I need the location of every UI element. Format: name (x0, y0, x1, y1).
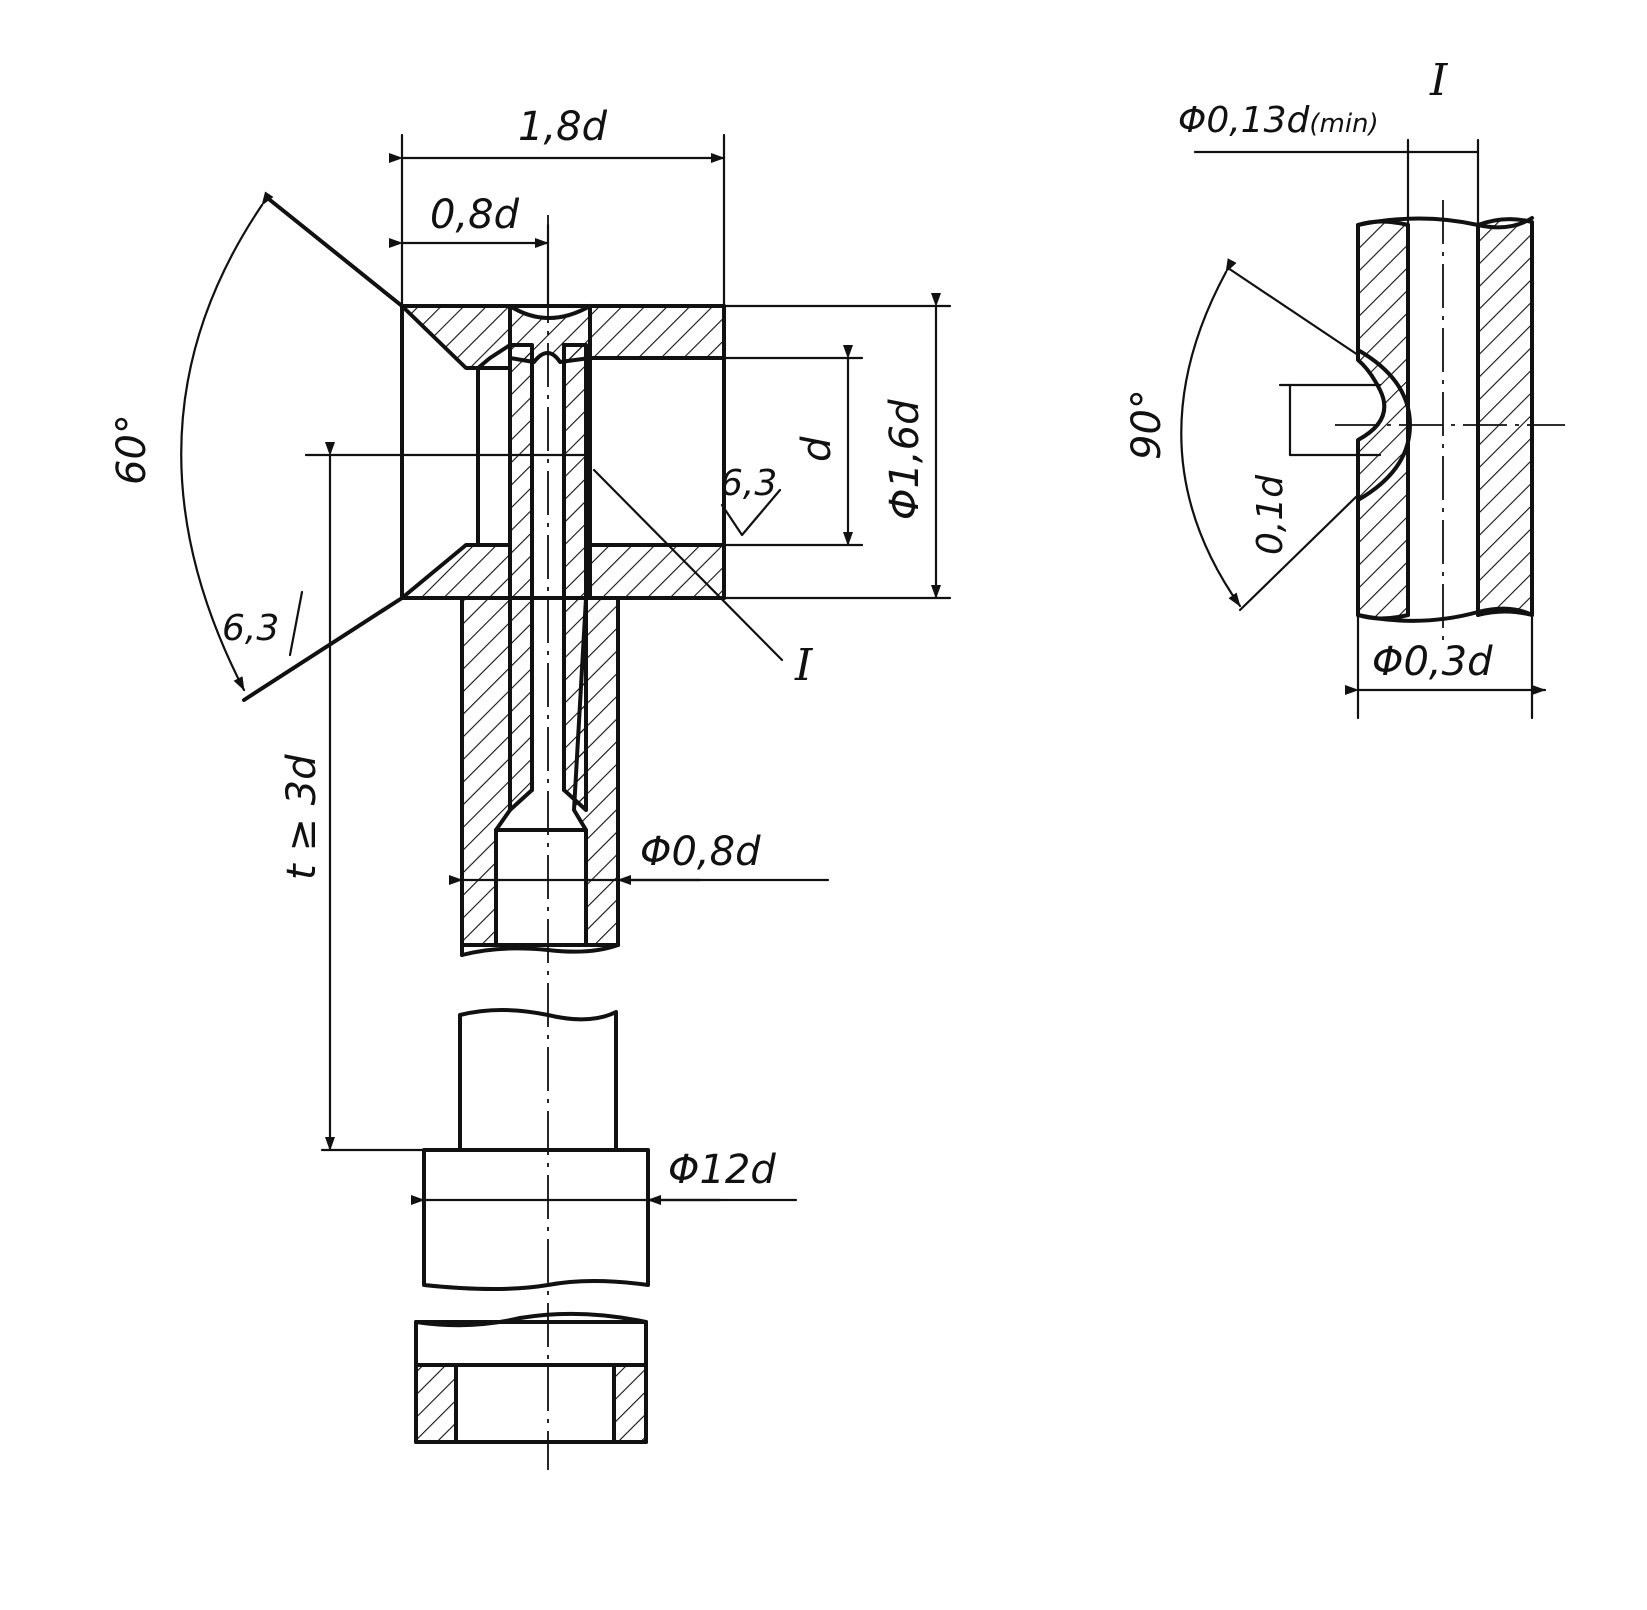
section-mark-label: I (794, 640, 814, 691)
inner-sleeve (508, 343, 588, 812)
bottom-ring (414, 1311, 648, 1444)
roughness-symbol-right (720, 488, 782, 537)
dim-label-1-8d: 1,8d (518, 104, 608, 150)
shank-left-hatch (460, 596, 512, 947)
detail-dim-label-min: (min) (1309, 109, 1378, 139)
head-right-bottom-hatch (588, 543, 726, 600)
section-leader-line (592, 468, 784, 662)
angle-label-60: 60° (109, 414, 155, 485)
detail-dim-label-0-1d: 0,1d (1250, 474, 1291, 555)
main-section-view: 1,8d 0,8d Φ1,6d d 6,3 6,3 60° I t ≥ 3d Φ… (109, 104, 952, 1470)
dim-label-depth: t ≥ 3d (279, 754, 325, 880)
ring-top-break (414, 1311, 648, 1328)
head-left-top-hatch (400, 304, 512, 370)
detail-angle-label: 90° (1124, 389, 1170, 460)
dim-label-0-8d: 0,8d (430, 192, 520, 238)
head-inner-cavity (588, 356, 726, 547)
dim-label-phi-12d: Φ12d (668, 1147, 776, 1193)
base-disc (422, 1148, 650, 1291)
ring-outline (414, 1320, 648, 1444)
dim-label-d: d (794, 436, 840, 462)
roughness-symbol-left (288, 590, 304, 657)
cone-line-top (268, 198, 404, 308)
angle-arc-60 (180, 191, 274, 692)
shank-bottom-break (460, 943, 620, 957)
base-outline (422, 1148, 650, 1291)
head-inner-cavity-left (476, 366, 512, 547)
detail-bottom-break (1356, 606, 1534, 623)
detail-right-wall (1476, 217, 1534, 617)
detail-top-break (1356, 216, 1534, 230)
detail-dim-label-phi-0-3d: Φ0,3d (1372, 639, 1493, 685)
detail-dim-label-phi-0-13d-main: Φ0,13d (1178, 100, 1310, 141)
detail-cone-line-top (1226, 266, 1360, 357)
detail-left-wall (1356, 219, 1410, 621)
sleeve-left-wall (508, 343, 534, 812)
roughness-label-left: 6,3 (222, 608, 279, 649)
detail-dim-label-phi-0-13d: Φ0,13d(min) (1178, 100, 1379, 141)
ring-left-hatch (414, 1363, 458, 1444)
head-right-top-hatch (588, 304, 726, 360)
lower-stub (458, 1008, 618, 1152)
head-left-bottom-hatch (400, 543, 512, 600)
ring-right-hatch (612, 1363, 648, 1444)
dim-label-phi-0-8d: Φ0,8d (640, 829, 761, 875)
roughness-label-right: 6,3 (720, 463, 777, 504)
shank-bore (494, 828, 588, 947)
detail-angle-arc-90 (1180, 258, 1242, 608)
detail-title: I (1429, 55, 1449, 106)
dim-label-phi-1-6d: Φ1,6d (882, 399, 928, 520)
shank (460, 596, 620, 957)
detail-cone-line-bottom (1238, 493, 1360, 612)
stub-outline (458, 1008, 618, 1152)
detail-view-I: I 90° 0,1d Φ0,13d(min) (1124, 55, 1565, 720)
